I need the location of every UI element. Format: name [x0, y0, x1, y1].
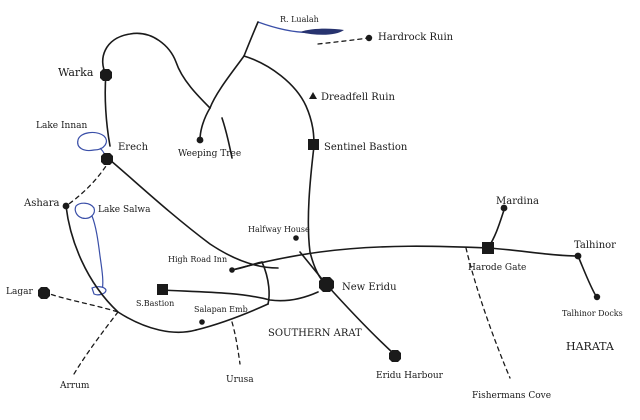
square-icon-harode[interactable]	[482, 242, 494, 254]
square-icon-s-bastion[interactable]	[157, 284, 168, 295]
road-erech-south	[109, 159, 279, 269]
label-warka: Warka	[58, 66, 94, 79]
road-bypass	[261, 261, 270, 305]
trail-arrum	[73, 311, 119, 375]
trail-urusa	[231, 321, 241, 365]
dot-icon-halfway[interactable]	[293, 235, 299, 241]
dot-icon-talhinor-docks[interactable]	[593, 293, 601, 301]
road-weeping-tree	[199, 107, 211, 141]
label-lake-innan: Lake Innan	[36, 121, 87, 131]
label-new-eridu: New Eridu	[342, 282, 397, 293]
lake-salwa-shape	[74, 202, 95, 219]
octagon-icon-lagar[interactable]	[38, 287, 50, 299]
octagon-icon-warka[interactable]	[100, 69, 112, 81]
road-main-highway	[231, 245, 581, 271]
label-southern-arat: SOUTHERN ARAT	[268, 328, 362, 339]
road-salapan	[195, 303, 269, 331]
octagon-icon-erech[interactable]	[101, 153, 113, 165]
road-lualah	[243, 21, 259, 57]
label-s-bastion: S.Bastion	[136, 299, 174, 308]
river-salwa	[91, 215, 104, 293]
road-sentinel-neweridu	[307, 145, 327, 285]
label-harata: HARATA	[566, 340, 615, 353]
road-sbastion-east	[161, 289, 319, 302]
label-urusa: Urusa	[226, 375, 254, 385]
trail-lagar	[43, 291, 119, 313]
dot-icon-mardina[interactable]	[500, 204, 508, 212]
label-erech: Erech	[118, 142, 149, 153]
label-arrum: Arrum	[59, 381, 90, 391]
road-ashara-south	[65, 205, 197, 333]
road-warka-loop	[102, 32, 211, 109]
octagon-icon-new-eridu[interactable]	[319, 277, 334, 292]
river-lualah-estuary	[300, 28, 344, 35]
road-dreadfell	[243, 55, 315, 147]
label-harode: Harode Gate	[468, 263, 526, 273]
road-weeping-tree-east	[221, 117, 233, 159]
label-lagar: Lagar	[6, 287, 33, 297]
road-high-road-inn	[231, 261, 263, 271]
lake-innan-shape	[77, 131, 107, 152]
label-talhinor: Talhinor	[574, 240, 616, 251]
label-weeping-tree: Weeping Tree	[178, 149, 241, 159]
label-mardina: Mardina	[496, 196, 539, 207]
trail-erech-ashara	[65, 159, 111, 207]
trail-hardrock	[317, 37, 369, 45]
label-r-lualah: R. Lualah	[280, 15, 319, 24]
label-sentinel: Sentinel Bastion	[324, 142, 408, 153]
dot-icon-salapan[interactable]	[199, 319, 205, 325]
label-eridu-harbour: Eridu Harbour	[376, 371, 444, 381]
label-salapan: Salapan Emb	[194, 305, 248, 314]
trail-fishermans-cove	[465, 247, 511, 379]
dot-icon-hardrock[interactable]	[365, 34, 373, 42]
octagon-icon-eridu-harbour[interactable]	[389, 350, 401, 362]
triangle-icon-dreadfell[interactable]	[309, 92, 317, 99]
label-ashara: Ashara	[23, 198, 60, 209]
dot-icon-high-road-inn[interactable]	[229, 267, 235, 273]
road-talhinor-docks	[577, 255, 597, 297]
label-lake-salwa: Lake Salwa	[98, 205, 151, 215]
label-high-road-inn: High Road Inn	[168, 255, 227, 264]
label-talhinor-docks: Talhinor Docks	[562, 309, 623, 318]
road-warka-erech	[104, 73, 111, 147]
dot-icon-weeping-tree[interactable]	[196, 136, 204, 144]
label-hardrock: Hardrock Ruin	[378, 32, 454, 43]
road-north-fork	[209, 55, 245, 109]
label-dreadfell: Dreadfell Ruin	[321, 92, 395, 103]
dot-icon-ashara[interactable]	[62, 202, 70, 210]
label-halfway: Halfway House	[248, 225, 310, 234]
square-icon-sentinel[interactable]	[308, 139, 319, 150]
road-eridu-harbour	[325, 283, 395, 355]
label-fishermans-cove: Fishermans Cove	[472, 391, 551, 401]
dot-icon-talhinor[interactable]	[574, 252, 582, 260]
